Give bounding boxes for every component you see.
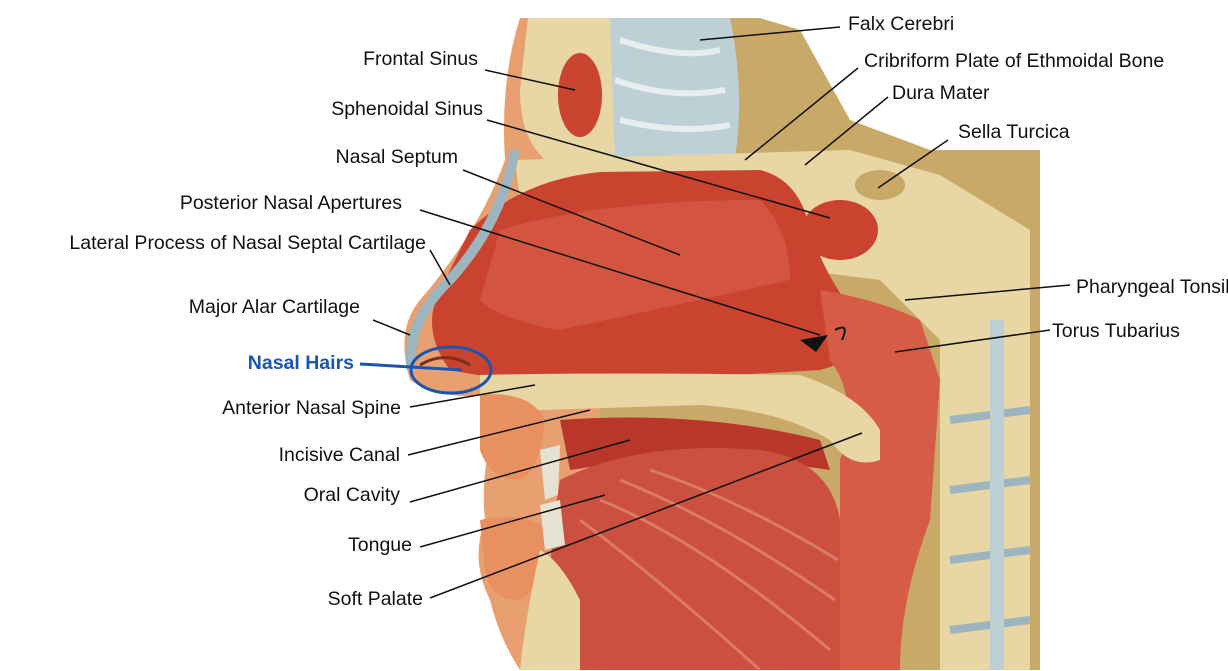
tongue-shape xyxy=(550,448,840,670)
label-cribriform-plate: Cribriform Plate of Ethmoidal Bone xyxy=(864,50,1164,72)
label-falx-cerebri: Falx Cerebri xyxy=(848,13,954,35)
label-anterior-nasal-spine: Anterior Nasal Spine xyxy=(180,397,401,419)
label-incisive-canal: Incisive Canal xyxy=(240,444,400,466)
label-major-alar-cartilage: Major Alar Cartilage xyxy=(140,296,360,318)
sphenoidal-sinus-shape xyxy=(802,200,878,260)
label-soft-palate: Soft Palate xyxy=(290,588,423,610)
label-dura-mater: Dura Mater xyxy=(892,82,990,104)
label-lateral-process: Lateral Process of Nasal Septal Cartilag… xyxy=(0,232,426,254)
label-tongue: Tongue xyxy=(300,534,412,556)
label-sella-turcica: Sella Turcica xyxy=(958,121,1070,143)
label-torus-tubarius: Torus Tubarius xyxy=(1052,320,1180,342)
label-nasal-septum: Nasal Septum xyxy=(290,146,458,168)
label-oral-cavity: Oral Cavity xyxy=(260,484,400,506)
label-frontal-sinus: Frontal Sinus xyxy=(330,48,478,70)
label-nasal-hairs: Nasal Hairs xyxy=(200,352,354,374)
spinal-canal xyxy=(990,320,1004,670)
frontal-sinus-shape xyxy=(558,53,602,137)
label-posterior-nasal-apertures: Posterior Nasal Apertures xyxy=(130,192,402,214)
label-sphenoidal-sinus: Sphenoidal Sinus xyxy=(290,98,483,120)
leader-major-alar-cartilage xyxy=(373,320,410,335)
cervical-spine xyxy=(940,320,1030,670)
label-pharyngeal-tonsil: Pharyngeal Tonsil xyxy=(1076,276,1228,298)
